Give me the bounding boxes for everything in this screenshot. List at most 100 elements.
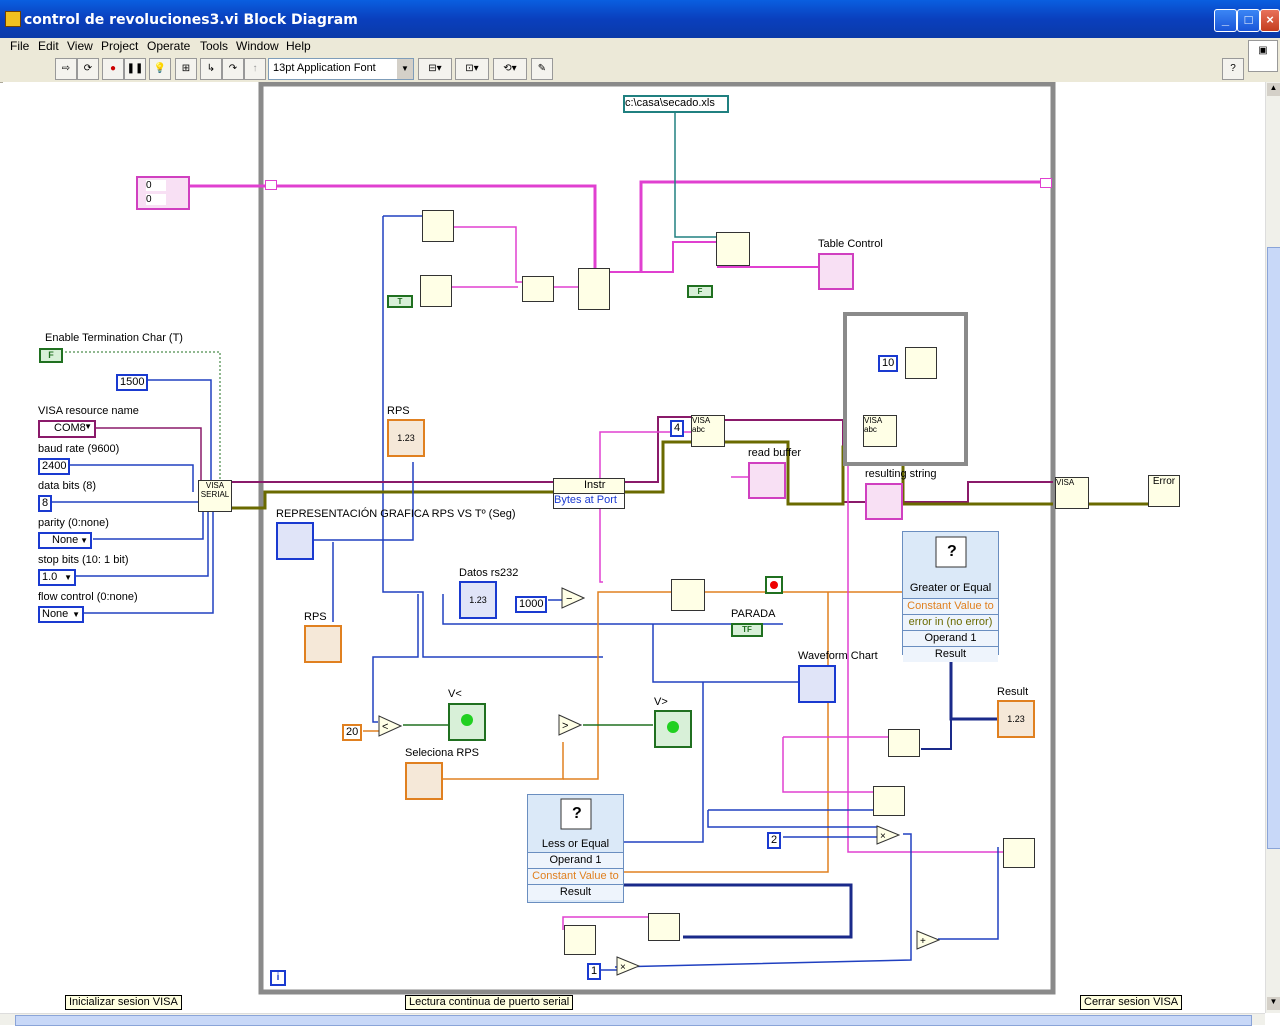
highlight-execution-icon[interactable]: 💡 [149, 58, 171, 80]
const-10[interactable]: 10 [878, 355, 899, 372]
inner-sequence-frame[interactable] [843, 312, 968, 466]
build-array-node[interactable] [522, 276, 554, 302]
lte-row-constant[interactable]: Constant Value to [528, 868, 623, 884]
rep-grafica-indicator[interactable] [276, 522, 314, 560]
align-objects-icon[interactable]: ⊟▾ [418, 58, 452, 80]
build-array-2-node[interactable] [578, 268, 610, 310]
bytes-at-port-property[interactable]: Bytes at Port [553, 493, 625, 509]
read-buffer-indicator[interactable] [748, 462, 786, 499]
block-diagram[interactable]: Enable Termination Char (T) F 1500 VISA … [3, 82, 1265, 1013]
resulting-string-indicator[interactable] [865, 483, 903, 520]
write-spreadsheet-node[interactable] [716, 232, 750, 266]
lte-row-operand1[interactable]: Operand 1 [528, 852, 623, 868]
result-indicator[interactable]: 1.23 [997, 700, 1035, 738]
gte-row-operand1[interactable]: Operand 1 [903, 630, 998, 646]
multiply-2-node[interactable]: × [616, 956, 641, 976]
format-value-node[interactable] [422, 210, 454, 242]
menu-file[interactable]: File [10, 39, 30, 53]
number-to-string-2-node[interactable] [873, 786, 905, 816]
format-percent-2-node[interactable] [648, 913, 680, 941]
add-node[interactable]: + [916, 930, 941, 950]
close-button[interactable]: × [1260, 9, 1280, 32]
gte-row-constant[interactable]: Constant Value to [903, 598, 998, 614]
parada-control[interactable]: TF [731, 623, 763, 637]
true-constant[interactable]: T [387, 295, 413, 308]
reorder-icon[interactable]: ⟲▾ [493, 58, 527, 80]
visa-property-node[interactable]: Instr [553, 478, 625, 494]
const-1[interactable]: 1 [587, 963, 602, 980]
maximize-button[interactable]: □ [1237, 9, 1260, 32]
menu-operate[interactable]: Operate [147, 39, 191, 53]
context-help-icon[interactable]: ? [1222, 58, 1244, 80]
menu-help[interactable]: Help [286, 39, 311, 53]
visa-close-node[interactable]: VISA [1055, 477, 1089, 509]
visa-resource-control[interactable]: COM8▼ [38, 420, 96, 438]
pause-icon[interactable]: ❚❚ [124, 58, 146, 80]
menu-view[interactable]: View [67, 39, 93, 53]
font-selector[interactable]: 13pt Application Font▼ [268, 58, 414, 80]
abort-icon[interactable]: ● [102, 58, 124, 80]
wait-ms-node[interactable] [905, 347, 937, 379]
scroll-down-icon[interactable]: ▼ [1267, 997, 1280, 1010]
false-constant[interactable]: F [687, 285, 713, 298]
datos-rs232-indicator[interactable]: 1.23 [459, 581, 497, 619]
parity-control[interactable]: None▼ [38, 532, 92, 549]
step-out-icon[interactable]: ↑ [244, 58, 266, 80]
data-bits-control[interactable]: 8 [38, 495, 53, 512]
menu-tools[interactable]: Tools [200, 39, 229, 53]
path-constant[interactable]: c:\casa\secado.xls [623, 95, 729, 113]
info-icon[interactable]: i [270, 970, 286, 986]
timeout-constant[interactable]: 1500 [116, 374, 149, 391]
table-control-terminal[interactable] [818, 253, 854, 290]
greater-than-node[interactable]: > [558, 714, 583, 736]
number-to-string-node[interactable] [671, 579, 705, 611]
pink-array-constant[interactable]: 0 0 [136, 176, 190, 210]
number-to-string-4-node[interactable] [564, 925, 596, 955]
const-1000[interactable]: 1000 [515, 596, 548, 613]
menu-window[interactable]: Window [236, 39, 279, 53]
step-into-icon[interactable]: ↳ [200, 58, 222, 80]
vertical-scroll-thumb[interactable] [1267, 247, 1280, 849]
retain-wire-values-icon[interactable]: ⊞ [175, 58, 197, 80]
multiply-node[interactable]: × [876, 825, 901, 845]
distribute-objects-icon[interactable]: ⊡▾ [455, 58, 489, 80]
less-or-equal-express-vi[interactable]: ? Less or Equal Operand 1 Constant Value… [527, 794, 624, 903]
const-20[interactable]: 20 [342, 724, 363, 741]
gte-row-result[interactable]: Result [903, 646, 998, 662]
run-arrow-icon[interactable]: ⇨ [55, 58, 77, 80]
step-over-icon[interactable]: ↷ [222, 58, 244, 80]
menu-project[interactable]: Project [101, 39, 139, 53]
cleanup-diagram-icon[interactable]: ✎ [531, 58, 553, 80]
gte-row-error-in[interactable]: error in (no error) [903, 614, 998, 630]
scroll-up-icon[interactable]: ▲ [1267, 83, 1280, 96]
run-continuously-icon[interactable]: ⟳ [77, 58, 99, 80]
seleciona-rps-control[interactable] [405, 762, 443, 800]
const-2[interactable]: 2 [767, 832, 782, 849]
stop-button-icon[interactable] [765, 576, 783, 594]
baud-rate-control[interactable]: 2400 [38, 458, 71, 475]
waveform-chart-indicator[interactable] [798, 665, 836, 703]
horizontal-scrollbar[interactable] [0, 1013, 1265, 1026]
format-percent-node[interactable] [888, 729, 920, 757]
vertical-scrollbar[interactable]: ▲ ▼ [1265, 82, 1280, 1013]
flow-control-control[interactable]: None▼ [38, 606, 84, 623]
less-than-node[interactable]: < [378, 715, 403, 737]
greater-or-equal-express-vi[interactable]: ? Greater or Equal Constant Value to err… [902, 531, 999, 662]
number-to-string-3-node[interactable] [1003, 838, 1035, 868]
simple-error-handler-node[interactable]: Error [1148, 475, 1180, 507]
rps-indicator[interactable]: 1.23 [387, 419, 425, 457]
const-4[interactable]: 4 [670, 420, 685, 437]
rps-gauge-indicator[interactable] [304, 625, 342, 663]
subtract-node[interactable]: − [561, 587, 586, 609]
get-date-time-node[interactable] [420, 275, 452, 307]
v-greater-led[interactable] [654, 710, 692, 748]
lte-row-result[interactable]: Result [528, 884, 623, 900]
horizontal-scroll-thumb[interactable] [15, 1015, 1252, 1026]
minimize-button[interactable]: _ [1214, 9, 1237, 32]
enable-term-constant[interactable]: F [39, 348, 63, 363]
v-less-led[interactable] [448, 703, 486, 741]
stop-bits-control[interactable]: 1.0▼ [38, 569, 76, 586]
